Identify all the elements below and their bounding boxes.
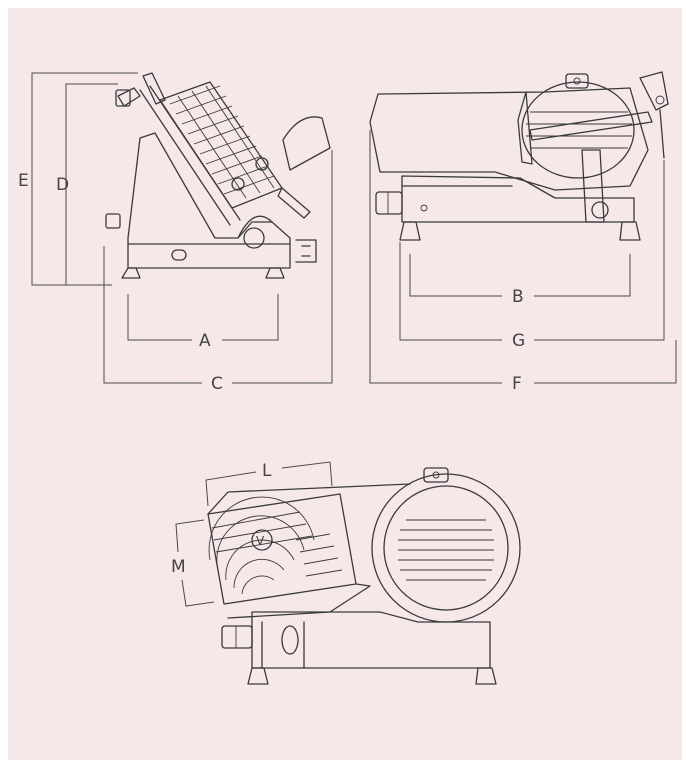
label-d: D <box>56 175 69 195</box>
drawing-sheet <box>8 8 682 760</box>
label-l: L <box>262 461 272 481</box>
front-view <box>369 71 669 241</box>
side-view-dimensions <box>31 72 333 384</box>
top-view <box>207 467 521 685</box>
label-b: B <box>512 287 524 307</box>
label-m: M <box>171 557 186 577</box>
label-c: C <box>211 374 223 394</box>
label-f: F <box>512 374 522 394</box>
label-v: V <box>256 534 265 548</box>
label-g: G <box>512 331 525 351</box>
front-view-dimensions <box>369 130 677 384</box>
label-a: A <box>199 331 211 351</box>
side-view <box>105 72 331 279</box>
label-e: E <box>18 171 29 191</box>
top-view-dimensions <box>175 461 333 607</box>
